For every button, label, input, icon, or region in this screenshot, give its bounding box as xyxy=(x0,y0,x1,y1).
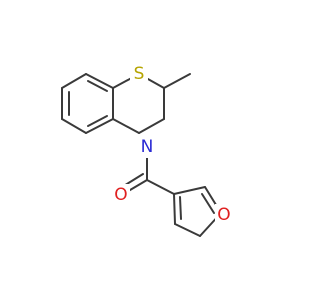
bond xyxy=(85,73,114,89)
bond xyxy=(61,73,87,89)
bond xyxy=(112,118,140,134)
bond xyxy=(173,186,206,195)
benzene-ring xyxy=(61,73,114,134)
furan-oxygen-label: O xyxy=(217,205,230,225)
bond xyxy=(174,223,201,237)
atom-furan-oxygen: O xyxy=(215,204,233,226)
furan-ring xyxy=(173,186,222,237)
sulfur-label: S xyxy=(134,64,145,84)
double-bond-inner xyxy=(201,193,215,214)
carbonyl-furan-bond xyxy=(146,179,175,195)
methyl-bond xyxy=(163,73,191,89)
bond xyxy=(138,118,165,134)
nitrogen-label: N xyxy=(141,137,154,157)
bond xyxy=(61,118,87,134)
double-bond-inner xyxy=(87,115,108,127)
double-bond-inner xyxy=(179,196,182,220)
carbonyl-oxygen-label: O xyxy=(114,185,127,205)
double-bond-inner xyxy=(87,80,108,92)
molecule-structure-diagram: S N O O xyxy=(61,63,233,237)
atom-carbonyl-oxygen: O xyxy=(112,184,130,206)
atom-sulfur: S xyxy=(130,63,148,85)
bond xyxy=(85,118,114,134)
atom-nitrogen: N xyxy=(138,136,156,158)
bond xyxy=(173,193,176,225)
